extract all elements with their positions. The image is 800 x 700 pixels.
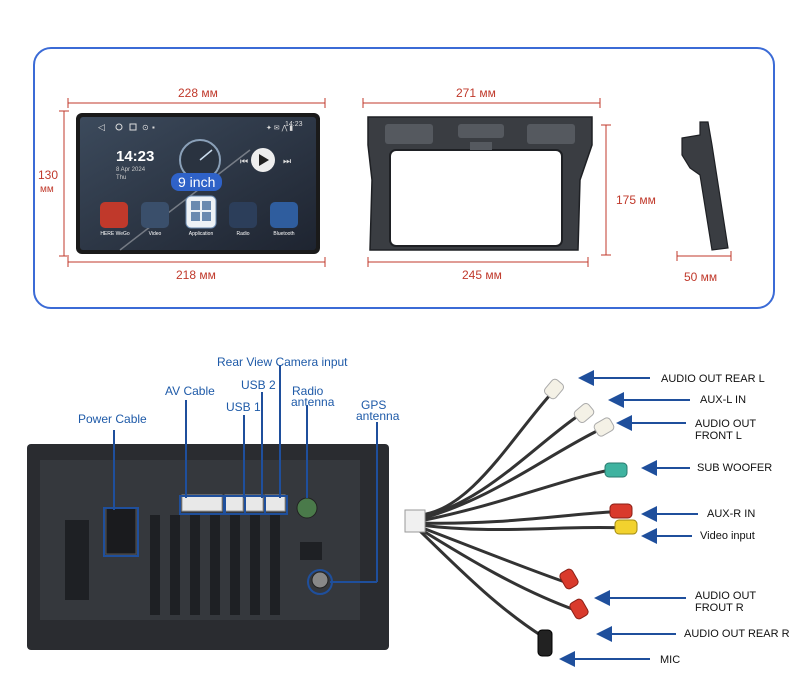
recent-icon <box>129 123 137 131</box>
dimensions-drawing: ◁ ⊙ ▪ ✦ ✉ ⋀ ▮ ⏮ ⏭ <box>59 98 732 267</box>
harness-connector <box>404 509 426 533</box>
app-label-video: Video <box>148 231 162 237</box>
usb1-port <box>224 494 244 512</box>
radio-antenna-label-2: antenna <box>291 395 335 409</box>
gps-antenna-label-2: antenna <box>356 409 400 423</box>
app-application-icon <box>185 195 217 229</box>
radio-antenna-port <box>296 497 318 519</box>
usb2-label: USB 2 <box>241 378 276 392</box>
screen-width-bottom-label: 218 мм <box>176 268 216 282</box>
frame-height-label: 175 мм <box>616 193 656 207</box>
bracket-depth-label: 50 мм <box>684 270 718 284</box>
gps-antenna-port <box>311 571 329 589</box>
status-clock: 14:23 <box>285 121 303 128</box>
usb1-label: USB 1 <box>226 400 261 414</box>
frame-depth-label: 245 мм <box>462 268 502 282</box>
back-icon: ◁ <box>98 122 105 132</box>
screen-day: Thu <box>116 175 127 181</box>
dimensions-panel <box>33 47 775 309</box>
audio-out-front-l-label-1: AUDIO OUT <box>695 418 757 430</box>
mounting-bracket <box>681 121 729 251</box>
screen-height-unit: мм <box>40 184 54 195</box>
status-icons: ✦ ✉ ⋀ ▮ <box>266 124 293 132</box>
frame-width-label: 271 мм <box>456 86 496 100</box>
rear-camera-port <box>264 494 286 512</box>
power-cable-port <box>105 507 137 555</box>
home-icon <box>115 123 123 131</box>
svg-text:▪: ▪ <box>152 123 155 132</box>
audio-out-front-r-label-1: AUDIO OUT <box>695 590 757 602</box>
mic-label: MIC <box>660 654 681 666</box>
app-label-bluetooth: Bluetooth <box>273 231 295 237</box>
usb2-port <box>244 494 264 512</box>
audio-out-rear-r-label: AUDIO OUT REAR R <box>684 628 790 640</box>
power-cable-label: Power Cable <box>78 412 147 426</box>
svg-text:⏭: ⏭ <box>283 156 291 166</box>
app-label-radio: Radio <box>236 231 250 237</box>
screen-time: 14:23 <box>116 148 155 165</box>
svg-text:⏮: ⏮ <box>240 156 248 166</box>
rca-plugs <box>537 378 638 657</box>
av-cable-port <box>181 494 223 512</box>
app-video-icon <box>141 202 169 228</box>
screen-height-label: 130 <box>38 168 59 182</box>
app-label-application: Application <box>188 231 214 237</box>
aux-l-in-label: AUX-L IN <box>700 394 747 406</box>
aux-r-in-label: AUX-R IN <box>707 508 756 520</box>
screen-date: 8 Apr 2024 <box>116 167 146 173</box>
av-cable-label: AV Cable <box>165 384 215 398</box>
app-bluetooth-icon <box>270 202 298 228</box>
audio-out-front-l-label-2: FRONT L <box>695 430 742 442</box>
radio-antenna-label-1: Radio <box>292 384 324 398</box>
gps-antenna-label-1: GPS <box>361 398 387 412</box>
app-here-wego-icon <box>100 202 128 228</box>
app-label-here-wego: HERE WeGo <box>100 231 130 237</box>
rear-camera-label: Rear View Camera input <box>217 355 348 369</box>
audio-out-front-r-label-2: FROUT R <box>695 602 744 614</box>
screen-size-badge: 9 inch <box>171 173 223 191</box>
video-input-label: Video input <box>700 530 755 542</box>
audio-out-rear-l-label: AUDIO OUT REAR L <box>661 373 765 385</box>
wiring-drawing <box>27 365 698 667</box>
screen-width-top-label: 228 мм <box>178 86 218 100</box>
app-radio-icon <box>229 202 257 228</box>
sub-woofer-label: SUB WOOFER <box>697 462 773 474</box>
svg-text:⊙: ⊙ <box>142 123 149 132</box>
